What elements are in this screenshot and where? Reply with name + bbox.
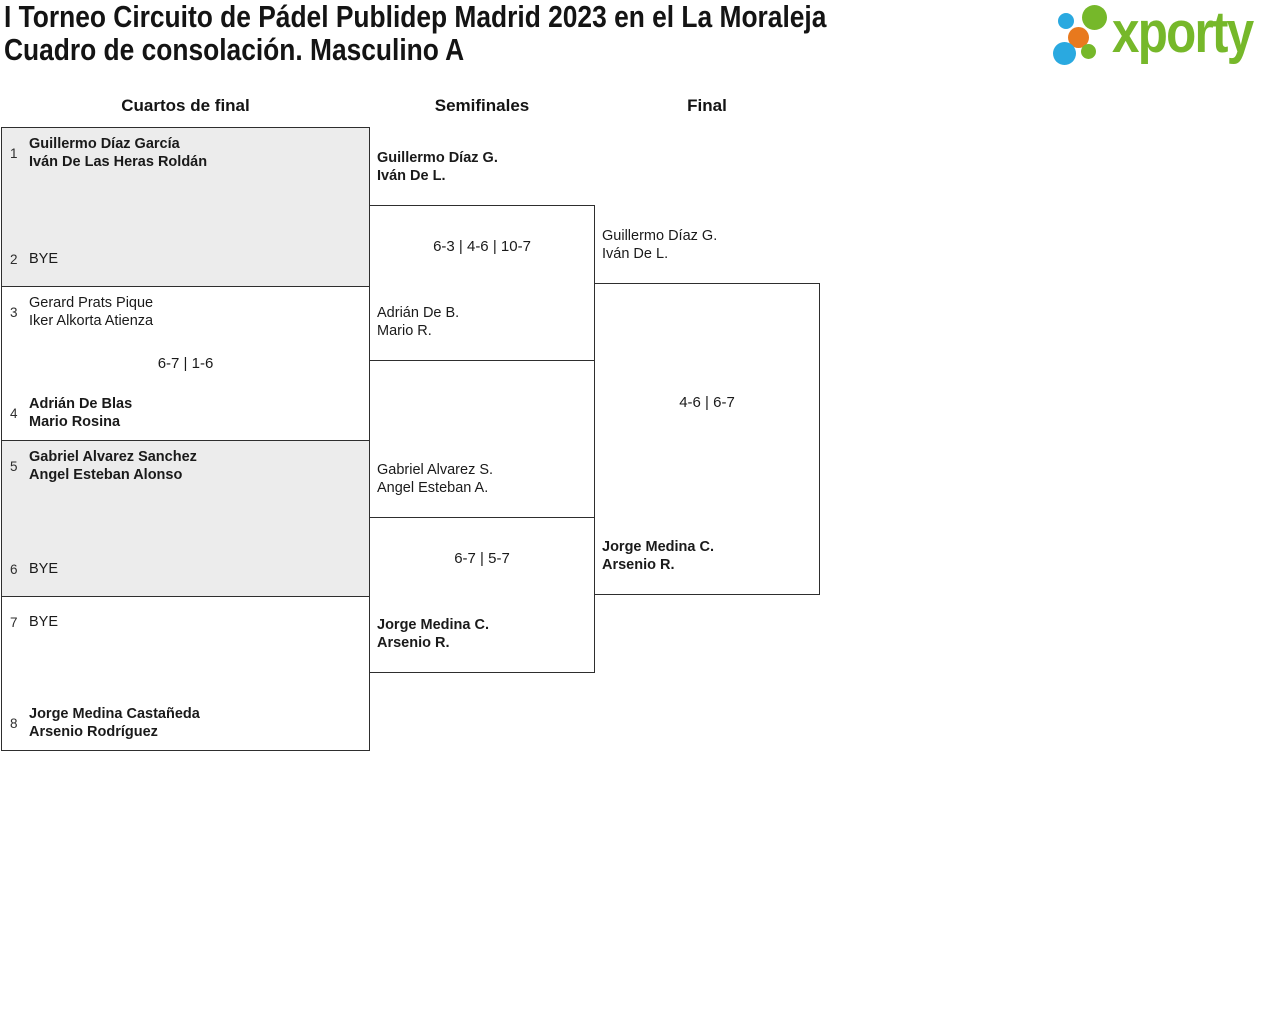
team-slot-top: 7 BYE [10,604,361,640]
player-name: Jorge Medina C. [377,617,489,633]
match-score: 4-6 | 6-7 [679,394,735,411]
team-players: Adrián De Blas Mario Rosina [29,395,132,431]
player-name: Iván De Las Heras Roldán [29,154,208,170]
player-name: Gabriel Alvarez Sanchez [29,449,197,465]
xporty-logo: xporty [1050,0,1280,78]
round-header-final: Final [687,96,727,115]
team-players: Guillermo Díaz G. Iván De L. [377,149,590,185]
seed-number: 2 [10,251,18,267]
match-final: Guillermo Díaz G. Iván De L. 4-6 | 6-7 J… [594,228,820,595]
player-name: Arsenio R. [602,557,675,573]
match-quarterfinal-2: 3 Gerard Prats Pique Iker Alkorta Atienz… [1,286,370,441]
player-name: BYE [29,251,59,267]
team-players: BYE [29,250,58,268]
player-name: Gerard Prats Pique [29,295,154,311]
team-slot-top: 3 Gerard Prats Pique Iker Alkorta Atienz… [10,294,361,330]
seed-number: 7 [10,614,18,630]
seed-number: 5 [10,458,18,474]
team-slot-bottom: 2 BYE [10,241,361,277]
team-players: Gerard Prats Pique Iker Alkorta Atienza [29,294,153,330]
player-name: Gabriel Alvarez S. [377,462,494,478]
team-players: Jorge Medina C. Arsenio R. [377,616,590,652]
player-name: Iván De L. [602,246,669,262]
match-quarterfinal-4: 7 BYE 8 Jorge Medina Castañeda Arsenio R… [1,596,370,751]
team-players: Adrián De B. Mario R. [377,304,590,340]
player-name: Guillermo Díaz G. [377,150,498,166]
logo-dot-green-large-icon [1082,5,1107,30]
seed-number: 4 [10,405,18,421]
match-semifinal-2: Gabriel Alvarez S. Angel Esteban A. 6-7 … [369,462,595,673]
page-title-line2: Cuadro de consolación. Masculino A [4,32,465,67]
player-name: Arsenio Rodríguez [29,724,158,740]
player-name: Jorge Medina Castañeda [29,706,200,722]
player-name: Jorge Medina C. [602,539,714,555]
player-name: Angel Esteban Alonso [29,467,183,483]
team-players: BYE [29,613,58,631]
team-players: BYE [29,560,58,578]
seed-number: 1 [10,145,18,161]
player-name: Guillermo Díaz García [29,136,180,152]
logo-dot-blue-large-icon [1053,42,1076,65]
logo-wordmark: xporty [1112,0,1254,65]
team-slot-bottom: 8 Jorge Medina Castañeda Arsenio Rodrígu… [10,705,361,741]
player-name: Mario R. [377,323,432,339]
team-players: Gabriel Alvarez Sanchez Angel Esteban Al… [29,448,197,484]
round-header-cuartos: Cuartos de final [121,96,250,115]
player-name: Mario Rosina [29,414,121,430]
player-name: Angel Esteban A. [377,480,489,496]
seed-number: 8 [10,715,18,731]
logo-dot-blue-small-icon [1058,13,1074,29]
team-players: Guillermo Díaz G. Iván De L. [602,227,815,263]
player-name: Adrián De Blas [29,396,133,412]
match-score: 6-3 | 4-6 | 10-7 [433,238,531,255]
team-players: Guillermo Díaz García Iván De Las Heras … [29,135,207,171]
match-semifinal-1: Guillermo Díaz G. Iván De L. 6-3 | 4-6 |… [369,150,595,361]
team-players: Jorge Medina C. Arsenio R. [602,538,815,574]
team-players: Gabriel Alvarez S. Angel Esteban A. [377,461,590,497]
seed-number: 6 [10,561,18,577]
player-name: Adrián De B. [377,305,460,321]
page-title-line1: I Torneo Circuito de Pádel Publidep Madr… [4,0,827,34]
player-name: BYE [29,614,59,630]
team-players: Jorge Medina Castañeda Arsenio Rodríguez [29,705,200,741]
player-name: BYE [29,561,59,577]
logo-dot-orange-icon [1068,27,1089,48]
seed-number: 3 [10,304,18,320]
player-name: Iker Alkorta Atienza [29,313,154,329]
match-quarterfinal-1: 1 Guillermo Díaz García Iván De Las Hera… [1,127,370,287]
player-name: Arsenio R. [377,635,450,651]
team-slot-top: 1 Guillermo Díaz García Iván De Las Hera… [10,135,361,171]
match-score: 6-7 | 5-7 [454,550,510,567]
round-header-semifinales: Semifinales [434,96,530,115]
team-slot-bottom: 6 BYE [10,551,361,587]
page-title: I Torneo Circuito de Pádel Publidep Madr… [4,0,826,66]
player-name: Guillermo Díaz G. [602,228,718,244]
team-slot-top: 5 Gabriel Alvarez Sanchez Angel Esteban … [10,448,361,484]
team-slot-bottom: 4 Adrián De Blas Mario Rosina [10,395,361,431]
logo-dot-green-small-icon [1081,44,1096,59]
player-name: Iván De L. [377,168,446,184]
match-quarterfinal-3: 5 Gabriel Alvarez Sanchez Angel Esteban … [1,440,370,597]
